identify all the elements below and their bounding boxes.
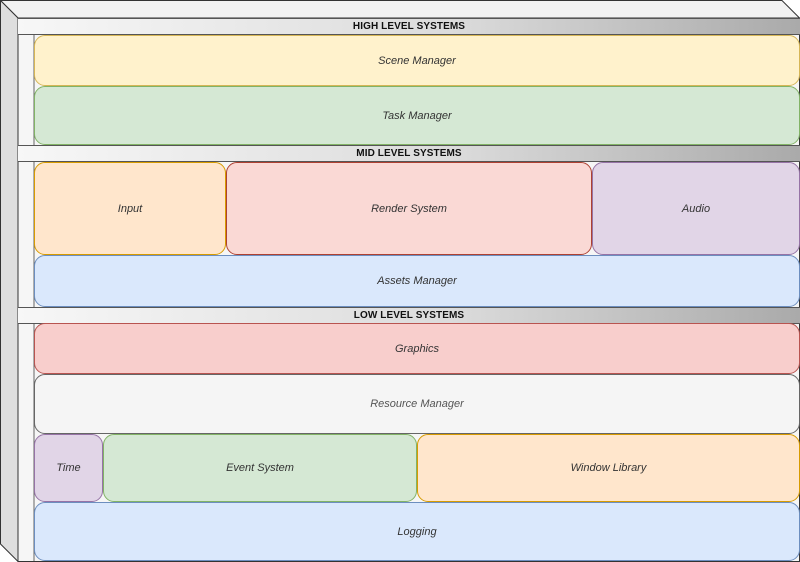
audio-box[interactable]: Audio xyxy=(592,162,800,255)
time-box[interactable]: Time xyxy=(34,434,103,502)
event-system-box[interactable]: Event System xyxy=(103,434,417,502)
task-manager-box[interactable]: Task Manager xyxy=(34,86,800,145)
window-library-box[interactable]: Window Library xyxy=(417,434,800,502)
logging-box[interactable]: Logging xyxy=(34,502,800,561)
assets-manager-box[interactable]: Assets Manager xyxy=(34,255,800,307)
low-level-header: LOW LEVEL SYSTEMS xyxy=(18,307,800,324)
input-box[interactable]: Input xyxy=(34,162,226,255)
resource-manager-box[interactable]: Resource Manager xyxy=(34,374,800,434)
render-system-box[interactable]: Render System xyxy=(226,162,592,255)
graphics-box[interactable]: Graphics xyxy=(34,323,800,374)
mid-level-header: MID LEVEL SYSTEMS xyxy=(18,145,800,162)
high-level-header: HIGH LEVEL SYSTEMS xyxy=(18,18,800,35)
scene-manager-box[interactable]: Scene Manager xyxy=(34,35,800,86)
